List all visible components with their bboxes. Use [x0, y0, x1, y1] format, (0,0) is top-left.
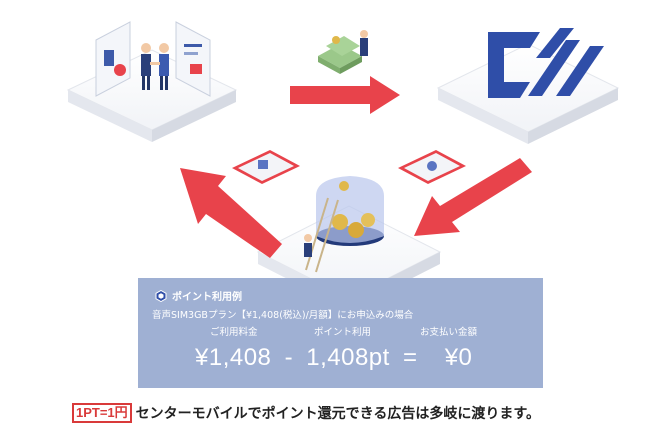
points-amount: 1,408pt [306, 344, 390, 371]
heading-text: ポイント利用例 [172, 292, 242, 303]
minus-sign: - [284, 344, 294, 371]
brand-logo-icon [488, 28, 604, 98]
plan-description: 音声SIM3GBプラン【¥1,408(税込)/月額】にお申込みの場合 [152, 310, 414, 321]
equals-sign: = [403, 344, 418, 371]
hexagon-icon [155, 289, 167, 302]
money-stack-icon [318, 30, 368, 74]
point-rate-badge: 1PT=1円 [72, 403, 132, 423]
meeting-platform [66, 21, 238, 142]
payment-amount-label: お支払い金額 [420, 327, 478, 338]
point-usage-example-box: ポイント利用例 音声SIM3GBプラン【¥1,408(税込)/月額】にお申込みの… [138, 278, 543, 388]
arrow-up-left-icon [180, 168, 282, 258]
calculation-row: ¥1,408 - 1,408pt = ¥0 [195, 344, 472, 372]
arrow-right-icon [290, 76, 400, 114]
arrow-down-left-icon [414, 158, 532, 236]
caption-text: センターモバイルでポイント還元できる広告は多岐に渡ります。 [135, 406, 540, 422]
bottom-caption: 1PT=1円 センターモバイルでポイント還元できる広告は多岐に渡ります。 [72, 403, 540, 423]
usage-amount: ¥1,408 [195, 344, 272, 371]
point-usage-heading: ポイント利用例 [155, 288, 242, 303]
payment-amount: ¥0 [444, 344, 473, 371]
phone-left-icon [232, 150, 300, 184]
point-usage-label: ポイント利用 [314, 327, 372, 338]
logo-platform [436, 28, 620, 144]
phone-right-icon [398, 150, 466, 184]
usage-fee-label: ご利用料金 [210, 327, 258, 338]
